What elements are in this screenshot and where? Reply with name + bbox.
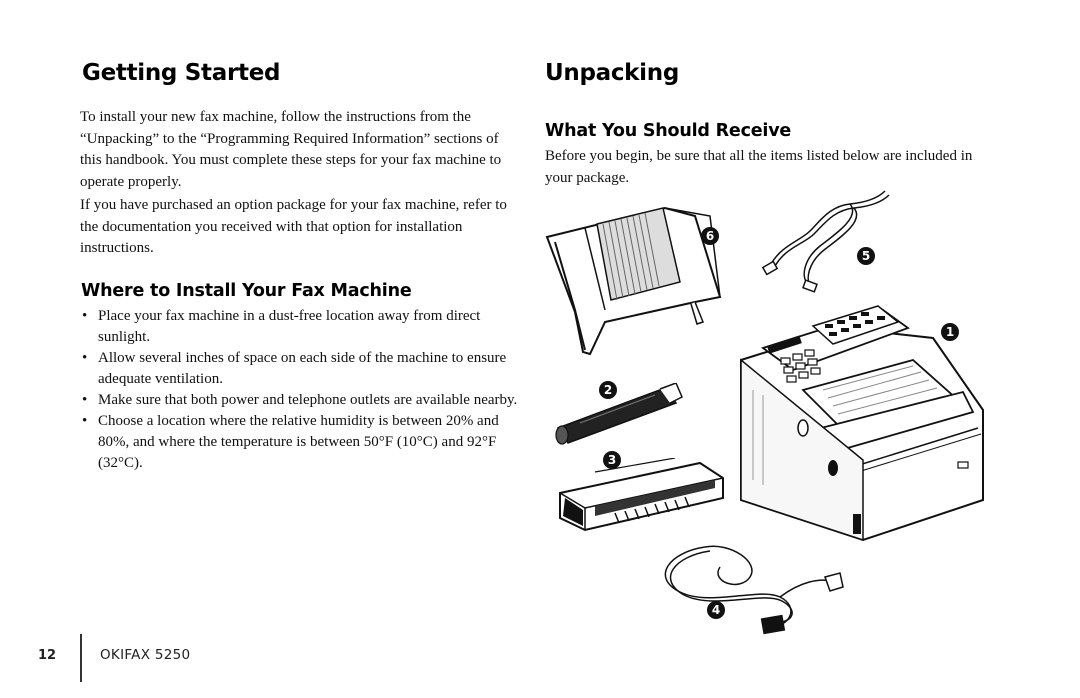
footer-divider: [80, 634, 82, 682]
bullet-item: Make sure that both power and telephone …: [80, 390, 525, 411]
telephone-cord-illustration: [761, 190, 890, 293]
callout-6: 6: [701, 227, 719, 245]
drum-cartridge-illustration: [559, 458, 724, 532]
callout-5: 5: [857, 247, 875, 265]
bullet-item: Place your fax machine in a dust-free lo…: [80, 306, 525, 348]
callout-3: 3: [603, 451, 621, 469]
toner-cartridge-illustration: [555, 383, 683, 445]
install-location-heading: Where to Install Your Fax Machine: [81, 281, 412, 301]
callout-1: 1: [941, 323, 959, 341]
product-name: OKIFAX 5250: [100, 647, 191, 663]
receive-intro-paragraph: Before you begin, be sure that all the i…: [545, 148, 973, 186]
install-location-list: Place your fax machine in a dust-free lo…: [80, 306, 525, 474]
bullet-item: Allow several inches of space on each si…: [80, 348, 525, 390]
power-cord-illustration: [664, 545, 844, 635]
callout-4: 4: [707, 601, 725, 619]
intro-paragraph-1: To install your new fax machine, follow …: [80, 109, 502, 190]
what-you-should-receive-heading: What You Should Receive: [545, 121, 792, 141]
page-number: 12: [38, 648, 57, 663]
bullet-item: Choose a location where the relative hum…: [80, 411, 525, 474]
intro-paragraph-2: If you have purchased an option package …: [80, 197, 507, 256]
document-tray-illustration: [545, 206, 722, 356]
unpacking-title: Unpacking: [545, 60, 679, 86]
fax-machine-illustration: [740, 305, 984, 542]
getting-started-title: Getting Started: [82, 60, 281, 86]
callout-2: 2: [599, 381, 617, 399]
